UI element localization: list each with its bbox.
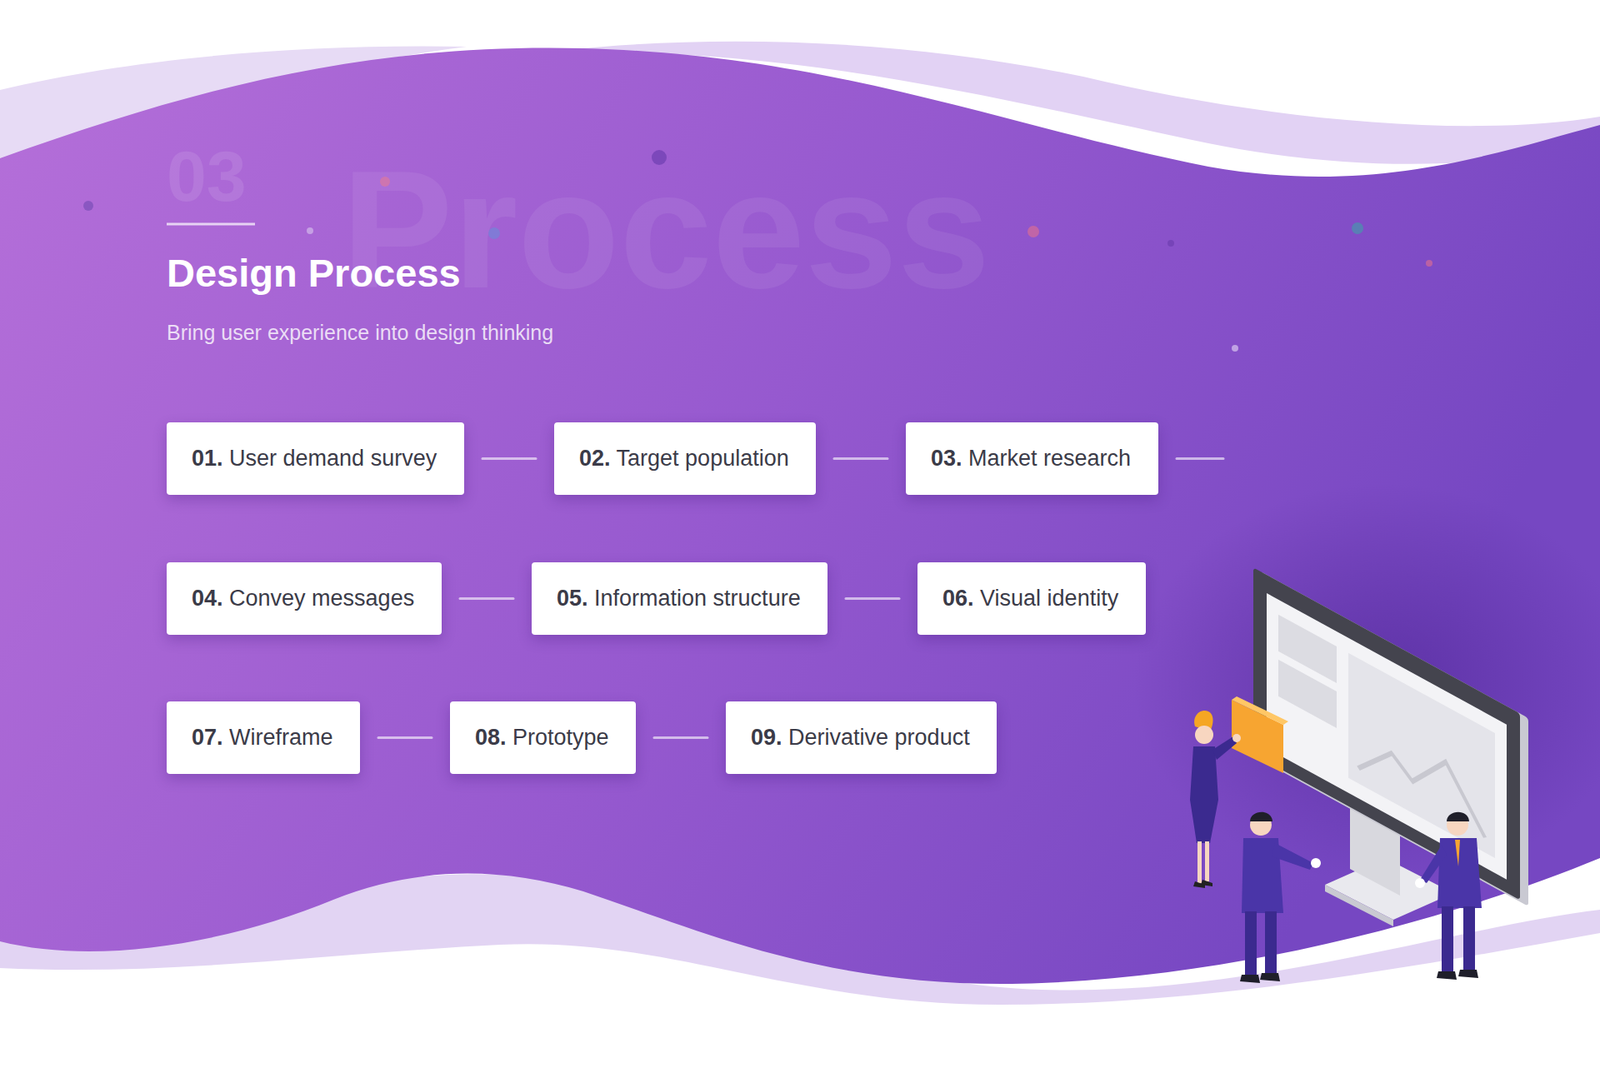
step-label: 07. Wireframe bbox=[191, 725, 335, 751]
step-label: 02. Target population bbox=[579, 445, 791, 472]
process-box: 08. Prototype bbox=[450, 701, 636, 775]
connector-line bbox=[845, 597, 900, 600]
process-box: 03. Market research bbox=[905, 422, 1159, 495]
trailing-dash bbox=[1176, 457, 1224, 460]
process-box: 04. Convey messages bbox=[166, 562, 442, 635]
connector-line bbox=[834, 457, 888, 460]
man-figure bbox=[1240, 812, 1321, 984]
step-label: 01. User demand survey bbox=[191, 445, 440, 472]
title-rule bbox=[166, 223, 255, 226]
process-box: 05. Information structure bbox=[531, 562, 828, 635]
step-label: 06. Visual identity bbox=[942, 585, 1121, 612]
page-title: Design Process bbox=[166, 251, 461, 295]
monitor bbox=[1253, 567, 1529, 907]
process-box: 07. Wireframe bbox=[166, 701, 360, 775]
man-figure bbox=[1415, 812, 1482, 980]
step-label: 05. Information structure bbox=[556, 585, 803, 612]
step-label: 03. Market research bbox=[930, 445, 1134, 472]
connector-line bbox=[482, 457, 536, 460]
step-label: 09. Derivative product bbox=[750, 725, 972, 751]
step-label: 08. Prototype bbox=[475, 725, 611, 751]
watermark-text: 03 bbox=[166, 140, 247, 212]
process-box: 09. Derivative product bbox=[725, 701, 997, 775]
step-label: 04. Convey messages bbox=[191, 585, 417, 612]
process-box: 02. Target population bbox=[554, 422, 816, 495]
connector-line bbox=[654, 736, 708, 740]
process-box: 01. User demand survey bbox=[166, 422, 465, 495]
process-box: 06. Visual identity bbox=[917, 562, 1146, 635]
page-subtitle: Bring user experience into design thinki… bbox=[166, 320, 554, 345]
connector-line bbox=[378, 736, 432, 740]
connector-line bbox=[460, 597, 514, 600]
